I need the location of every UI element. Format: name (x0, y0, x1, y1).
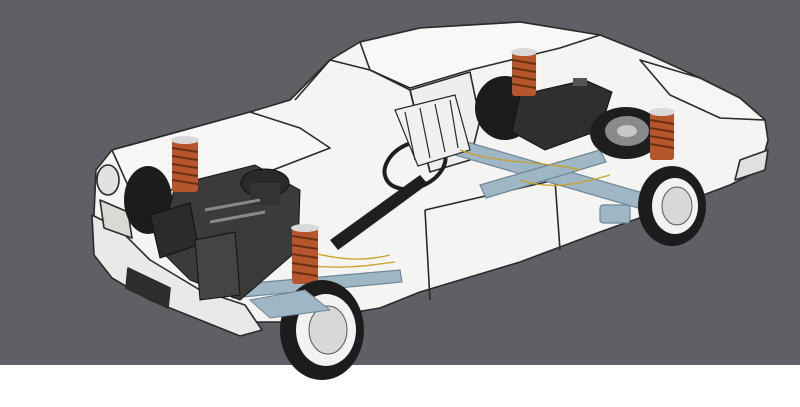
seat (394, 94, 471, 167)
front-coil-spring-left (171, 136, 199, 192)
chassis-frame (229, 139, 651, 299)
spare-tire (590, 107, 662, 159)
rear-coil-spring-right (649, 108, 675, 160)
front-coil-spring-right (291, 224, 319, 284)
front-suspension-arm (248, 289, 332, 319)
engine-block (149, 164, 301, 301)
rear-wheel (638, 166, 706, 246)
rear-coil-spring-left (511, 48, 537, 96)
